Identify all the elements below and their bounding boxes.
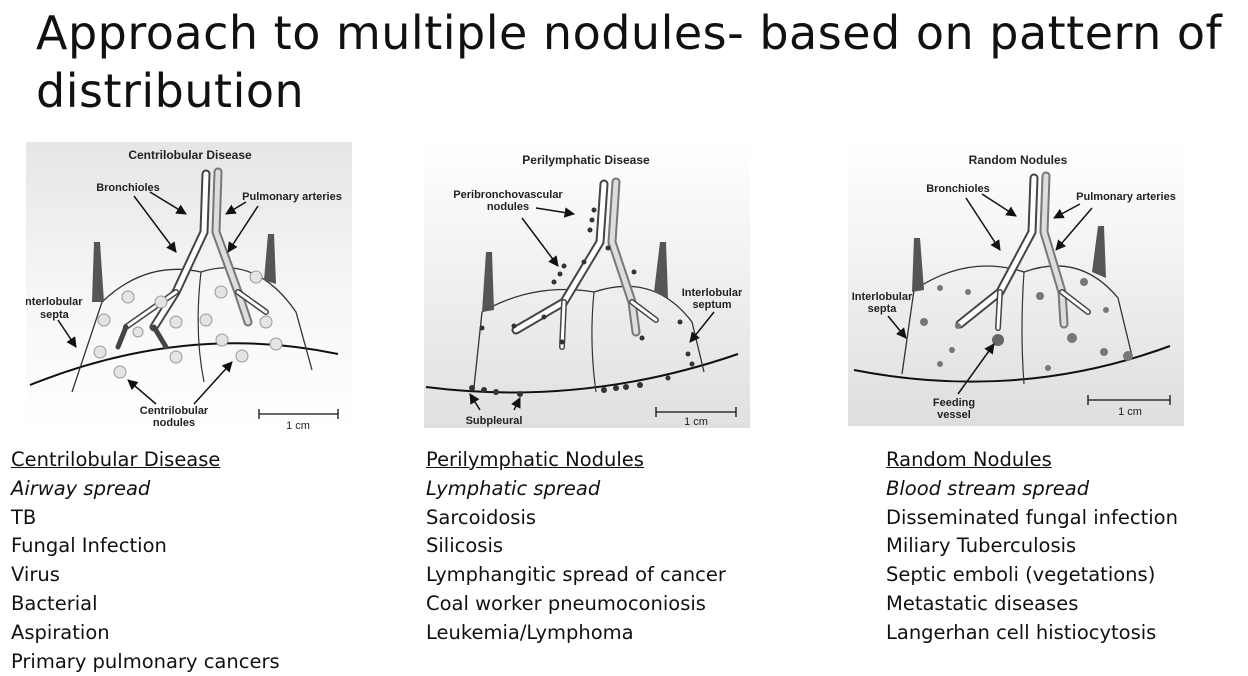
list-item: Aspiration: [11, 620, 110, 644]
centrilobular-figure: Centrilobular Disease: [26, 142, 352, 434]
label-bronchioles: Bronchioles: [96, 182, 160, 194]
scale-bar: [655, 407, 737, 417]
airway-tree: [955, 171, 1091, 331]
label-feeding: Feeding: [933, 397, 975, 409]
label-subpleural: Subpleural: [466, 415, 523, 427]
column-heading: Centrilobular Disease: [11, 448, 221, 471]
list-item: Disseminated fungal infection: [886, 505, 1178, 529]
centrilobular-column: Centrilobular Disease Airway spread TB F…: [11, 446, 411, 676]
label-subpleural-nodules: nodules: [473, 427, 515, 428]
list-item: Metastatic diseases: [886, 591, 1079, 615]
label-peribronchovascular: Peribronchovascular: [453, 189, 563, 201]
column-heading: Perilymphatic Nodules: [426, 448, 644, 471]
column-heading: Random Nodules: [886, 448, 1052, 471]
label-interlobular: Interlobular: [26, 296, 83, 308]
list-item: Lymphangitic spread of cancer: [426, 563, 726, 587]
label-nodules: nodules: [153, 417, 195, 429]
label-vessel: vessel: [937, 409, 971, 421]
scale-label: 1 cm: [684, 416, 708, 428]
list-item: Leukemia/Lymphoma: [426, 620, 634, 644]
pleura-line: [425, 353, 739, 394]
label-pulmonary-arteries: Pulmonary arteries: [242, 191, 342, 203]
slide-title: Approach to multiple nodules- based on p…: [36, 6, 1223, 118]
annotation-arrows: [887, 193, 1093, 395]
spread-type: Lymphatic spread: [426, 476, 601, 500]
list-item: Fungal Infection: [11, 534, 167, 558]
perilymphatic-column: Perilymphatic Nodules Lymphatic spread S…: [426, 446, 866, 648]
perilymphatic-figure: Perilymphatic Disease: [424, 142, 750, 428]
list-item: Virus: [11, 563, 60, 587]
label-pulmonary-arteries: Pulmonary arteries: [1076, 191, 1176, 203]
list-item: Langerhan cell histiocytosis: [886, 620, 1157, 644]
label-septa: septa: [40, 309, 70, 321]
list-item: Bacterial: [11, 591, 98, 615]
perilymphatic-nodules: [469, 207, 695, 397]
random-figure-title: Random Nodules: [969, 153, 1068, 167]
pleura-line: [29, 342, 339, 386]
scale-bar: [258, 409, 339, 419]
annotation-arrows: [469, 207, 715, 411]
label-peri-nodules: nodules: [487, 201, 529, 213]
label-centrilobular: Centrilobular: [140, 405, 209, 417]
scale-label: 1 cm: [286, 420, 310, 432]
list-item: Silicosis: [426, 534, 504, 558]
list-item: TB: [11, 505, 37, 529]
random-column: Random Nodules Blood stream spread Disse…: [886, 446, 1236, 648]
list-item: Primary pulmonary cancers: [11, 649, 280, 673]
random-nodules: [920, 278, 1133, 371]
spread-type: Airway spread: [11, 476, 151, 500]
scale-label: 1 cm: [1118, 406, 1142, 418]
centrilobular-figure-title: Centrilobular Disease: [128, 148, 252, 162]
scale-bar: [1087, 395, 1171, 405]
label-interlobular: Interlobular: [852, 291, 913, 303]
label-septum: septum: [692, 299, 731, 311]
list-item: Septic emboli (vegetations): [886, 563, 1156, 587]
perilymphatic-figure-title: Perilymphatic Disease: [522, 153, 650, 167]
spread-type: Blood stream spread: [886, 476, 1090, 500]
label-septa: septa: [868, 303, 898, 315]
list-item: Sarcoidosis: [426, 505, 537, 529]
airway-tree: [115, 167, 269, 350]
centrilobular-nodules: [93, 270, 283, 379]
list-item: Miliary Tuberculosis: [886, 534, 1077, 558]
label-bronchioles: Bronchioles: [926, 183, 990, 195]
random-figure: Random Nodules Bronchioles Pulmonary art…: [848, 142, 1184, 426]
label-interlobular: Interlobular: [682, 287, 743, 299]
annotation-arrows: [57, 191, 259, 405]
airway-tree: [511, 177, 659, 350]
list-item: Coal worker pneumoconiosis: [426, 591, 706, 615]
